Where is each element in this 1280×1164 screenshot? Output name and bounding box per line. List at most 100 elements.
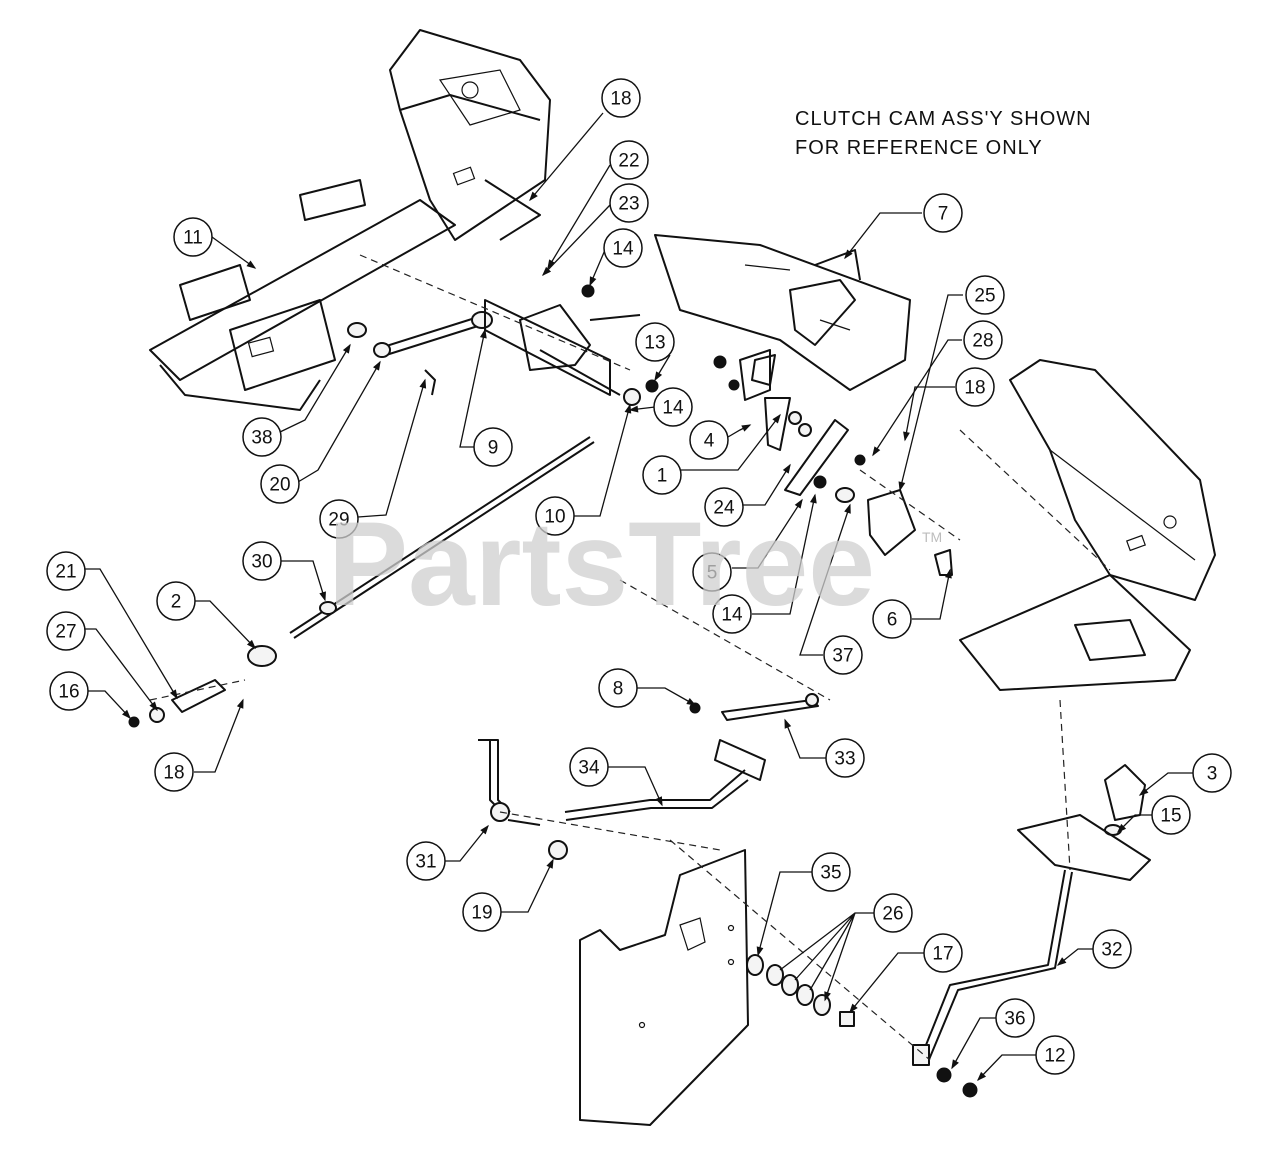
reference-note-line1: CLUTCH CAM ASS'Y SHOWN — [795, 108, 1092, 130]
callout-number: 18 — [163, 763, 184, 784]
leader-line-31 — [445, 825, 489, 862]
callout-number: 22 — [618, 151, 639, 172]
callout-circle — [712, 594, 752, 634]
callout-circle — [473, 427, 513, 467]
callout-circle — [156, 581, 196, 621]
leader-line-16 — [88, 690, 131, 719]
callout-circle — [601, 78, 641, 118]
leader-line-19 — [500, 859, 554, 913]
callout-bubble-19: 19 — [462, 892, 502, 932]
callout-bubble-18: 18 — [601, 78, 641, 118]
callout-circle — [811, 852, 851, 892]
callout-number: 33 — [834, 749, 855, 770]
callout-bubble-3: 3 — [1192, 753, 1232, 793]
linkage-rod-part — [347, 299, 611, 396]
callout-circle — [462, 892, 502, 932]
leader-line-2 — [195, 600, 256, 649]
callout-bubble-21: 21 — [46, 551, 86, 591]
lower-linkage-part — [478, 693, 819, 860]
callout-bubble-25: 25 — [965, 275, 1005, 315]
leader-arrowhead-14 — [589, 276, 597, 287]
callout-number: 3 — [1207, 764, 1218, 785]
callout-circle — [825, 738, 865, 778]
leader-line-7 — [844, 212, 922, 259]
callout-number: 14 — [662, 398, 684, 419]
leader-arrowhead-20 — [373, 360, 381, 371]
exploded-view-guides — [149, 254, 1111, 1061]
callout-number: 2 — [171, 592, 182, 613]
callout-circle — [154, 752, 194, 792]
leader-arrowhead-35 — [756, 946, 764, 957]
callout-circle — [635, 322, 675, 362]
callout-circle — [923, 193, 963, 233]
callout-number: 38 — [251, 428, 272, 449]
callout-circle — [609, 140, 649, 180]
leader-arrowhead-21 — [169, 689, 178, 700]
leader-line-20 — [297, 361, 381, 483]
callout-circle — [642, 455, 682, 495]
leader-arrowhead-29 — [419, 378, 427, 389]
leader-arrowhead-24 — [782, 463, 791, 474]
leader-line-30 — [281, 560, 326, 601]
callout-circle — [242, 541, 282, 581]
leader-arrowhead-36 — [951, 1059, 959, 1070]
callout-bubble-24: 24 — [704, 487, 744, 527]
callout-circle — [823, 635, 863, 675]
leader-line-23 — [542, 204, 611, 276]
callout-number: 25 — [974, 286, 995, 307]
callout-number: 14 — [612, 239, 634, 260]
callout-number: 34 — [578, 758, 600, 779]
callout-circle — [873, 893, 913, 933]
callout-bubble-29: 29 — [319, 499, 359, 539]
leader-arrowhead-3 — [1138, 787, 1149, 796]
callout-number: 6 — [887, 610, 898, 631]
callout-circle — [242, 417, 282, 457]
callout-bubble-12: 12 — [1035, 1035, 1075, 1075]
callout-number: 35 — [820, 863, 841, 884]
callout-number: 15 — [1160, 806, 1181, 827]
leader-line-18 — [194, 699, 244, 773]
callout-bubble-36: 36 — [995, 998, 1035, 1038]
callout-bubble-2: 2 — [156, 581, 196, 621]
callout-circle — [704, 487, 744, 527]
callout-circle — [598, 668, 638, 708]
leader-arrowhead-5 — [794, 498, 803, 509]
callout-circle — [1151, 795, 1191, 835]
leader-line-38 — [279, 344, 351, 433]
leader-line-18 — [529, 112, 604, 201]
leader-line-10 — [574, 404, 631, 517]
callout-circle — [955, 367, 995, 407]
leader-line-33 — [784, 719, 826, 759]
callout-bubble-28: 28 — [963, 320, 1003, 360]
leader-line-5 — [732, 499, 803, 569]
callout-bubble-18: 18 — [154, 752, 194, 792]
callout-bubble-9: 9 — [473, 427, 513, 467]
callout-bubble-18: 18 — [955, 367, 995, 407]
callout-number: 19 — [471, 903, 492, 924]
callout-circle — [1192, 753, 1232, 793]
callout-circle — [963, 320, 1003, 360]
callout-bubble-20: 20 — [260, 464, 300, 504]
reference-note-line2: FOR REFERENCE ONLY — [795, 137, 1043, 159]
leader-arrowhead-15 — [1116, 823, 1127, 834]
leader-arrowhead-22 — [547, 259, 556, 270]
leader-arrowhead-1 — [772, 413, 781, 424]
callout-bubble-4: 4 — [689, 420, 729, 460]
leader-arrowhead-18 — [903, 431, 910, 442]
callout-leader-lines — [85, 112, 1193, 1082]
callout-bubble-38: 38 — [242, 417, 282, 457]
lower-bracket-part — [579, 849, 749, 1126]
callout-bubble-37: 37 — [823, 635, 863, 675]
callout-bubble-34: 34 — [569, 747, 609, 787]
callout-circle — [923, 933, 963, 973]
callout-number: 16 — [58, 682, 79, 703]
leader-line-32 — [1057, 948, 1093, 966]
callout-number: 23 — [618, 194, 639, 215]
callout-circle — [46, 551, 86, 591]
callout-number: 20 — [269, 475, 290, 496]
callout-circle — [653, 387, 693, 427]
leader-arrowhead-25 — [898, 481, 906, 492]
leader-arrowhead-32 — [1056, 957, 1067, 966]
callout-circle — [1092, 929, 1132, 969]
